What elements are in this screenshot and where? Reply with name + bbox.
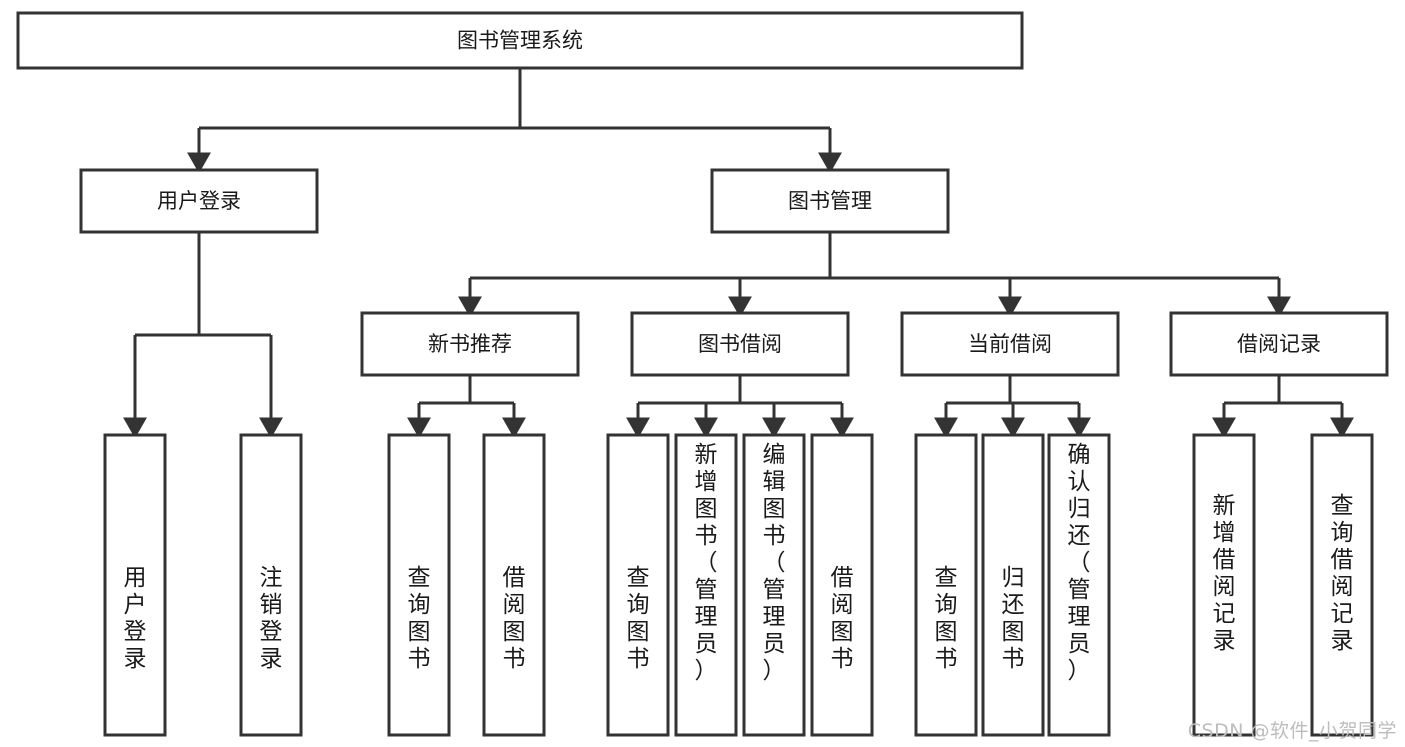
node-leaf-edit-book[interactable]: 编辑图书（管理员） [742, 433, 806, 737]
node-new-book-rec-box[interactable] [360, 311, 580, 377]
node-leaf-query-book-3[interactable]: 查询图书 [914, 433, 978, 737]
csdn-watermark: CSDN @软件_小贺同学 [1187, 720, 1397, 742]
node-book-manage-label: 图书管理 [788, 189, 872, 213]
node-leaf-borrow-book-1-box[interactable] [482, 433, 546, 737]
node-new-book-rec-label: 新书推荐 [428, 332, 512, 356]
node-root-label: 图书管理系统 [457, 29, 583, 53]
node-root[interactable]: 图书管理系统 [16, 11, 1024, 70]
node-leaf-query-book-1-box[interactable] [387, 433, 451, 737]
node-leaf-query-book-3-label: 查询图书 [935, 565, 958, 672]
node-leaf-borrow-book-2[interactable]: 借阅图书 [810, 433, 874, 737]
node-leaf-edit-book-label: 编辑图书（管理员） [763, 442, 786, 684]
node-leaf-confirm-return[interactable]: 确认归还（管理员） [1047, 433, 1111, 737]
node-leaf-query-record[interactable]: 查询借阅记录 [1310, 433, 1374, 737]
node-leaf-add-book-box[interactable] [674, 433, 738, 737]
node-leaf-user-login-box[interactable] [103, 433, 167, 737]
node-current-borrow-box[interactable] [900, 311, 1120, 377]
node-user-login[interactable]: 用户登录 [79, 168, 319, 234]
node-leaf-return-book[interactable]: 归还图书 [981, 433, 1045, 737]
node-leaf-query-book-2-box[interactable] [606, 433, 670, 737]
node-root-box[interactable] [16, 11, 1024, 70]
node-leaf-query-book-1-label: 查询图书 [408, 565, 431, 672]
node-leaf-add-record[interactable]: 新增借阅记录 [1192, 433, 1256, 737]
node-leaf-query-book-1[interactable]: 查询图书 [387, 433, 451, 737]
node-leaf-add-book-label: 新增图书（管理员） [695, 442, 718, 684]
node-leaf-add-book[interactable]: 新增图书（管理员） [674, 433, 738, 737]
node-book-manage-box[interactable] [710, 168, 950, 234]
node-leaf-user-logout-label: 注销登录 [260, 565, 283, 672]
node-borrow-record-label: 借阅记录 [1237, 332, 1321, 356]
node-current-borrow-label: 当前借阅 [968, 332, 1052, 356]
node-borrow-record[interactable]: 借阅记录 [1169, 311, 1389, 377]
node-leaf-query-record-box[interactable] [1310, 433, 1374, 737]
node-borrow-record-box[interactable] [1169, 311, 1389, 377]
node-leaf-query-book-2[interactable]: 查询图书 [606, 433, 670, 737]
node-book-borrow-box[interactable] [630, 311, 850, 377]
node-user-login-box[interactable] [79, 168, 319, 234]
node-leaf-confirm-return-box[interactable] [1047, 433, 1111, 737]
node-leaf-return-book-box[interactable] [981, 433, 1045, 737]
node-leaf-user-login-label: 用户登录 [124, 565, 147, 672]
node-leaf-add-record-label: 新增借阅记录 [1213, 493, 1236, 654]
node-leaf-user-logout-box[interactable] [239, 433, 303, 737]
node-leaf-borrow-book-1[interactable]: 借阅图书 [482, 433, 546, 737]
node-leaf-user-logout[interactable]: 注销登录 [239, 433, 303, 737]
node-book-borrow-label: 图书借阅 [698, 332, 782, 356]
node-leaf-borrow-book-1-label: 借阅图书 [503, 565, 526, 672]
node-current-borrow[interactable]: 当前借阅 [900, 311, 1120, 377]
node-book-manage[interactable]: 图书管理 [710, 168, 950, 234]
node-leaf-query-record-label: 查询借阅记录 [1331, 493, 1354, 654]
node-leaf-confirm-return-label: 确认归还（管理员） [1068, 442, 1091, 684]
node-leaf-query-book-3-box[interactable] [914, 433, 978, 737]
node-leaf-return-book-label: 归还图书 [1002, 565, 1025, 672]
node-new-book-rec[interactable]: 新书推荐 [360, 311, 580, 377]
node-leaf-borrow-book-2-label: 借阅图书 [831, 565, 854, 672]
connector-group [123, 68, 1354, 439]
node-book-borrow[interactable]: 图书借阅 [630, 311, 850, 377]
node-user-login-label: 用户登录 [157, 189, 241, 213]
node-leaf-query-book-2-label: 查询图书 [627, 565, 650, 672]
node-leaf-edit-book-box[interactable] [742, 433, 806, 737]
node-leaf-user-login[interactable]: 用户登录 [103, 433, 167, 737]
node-leaf-add-record-box[interactable] [1192, 433, 1256, 737]
node-leaf-borrow-book-2-box[interactable] [810, 433, 874, 737]
